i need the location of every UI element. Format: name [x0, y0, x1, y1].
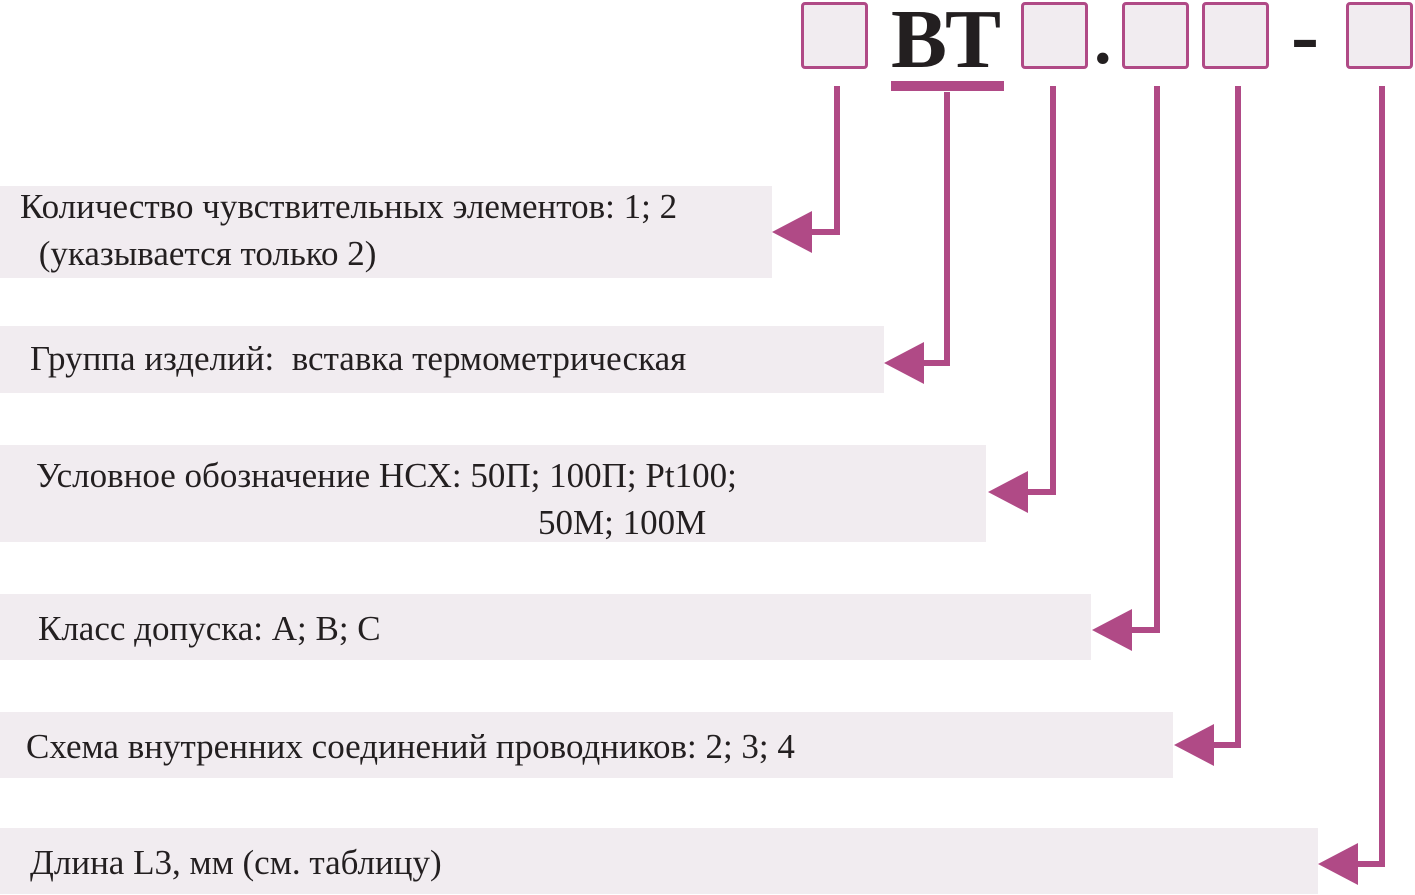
- code-slot-tolerance: [1122, 2, 1189, 69]
- prefix-underline: [891, 81, 1004, 91]
- label-nsh: Условное обозначение НСХ: 50П; 100П; Pt1…: [36, 456, 737, 495]
- label-sensor-count-note: (указывается только 2): [30, 234, 377, 273]
- label-nsh-cont: 50М; 100М: [538, 503, 707, 542]
- label-tolerance: Класс допуска: А; В; С: [38, 609, 381, 648]
- code-slot-wiring: [1202, 2, 1269, 69]
- label-product-group: Группа изделий: вставка термометрическая: [30, 339, 687, 378]
- arrow-nsh-icon: [988, 471, 1028, 513]
- arrow-sensor-count-icon: [772, 211, 812, 253]
- label-wiring: Схема внутренних соединений проводников:…: [26, 727, 795, 766]
- connector-nsh: [1022, 86, 1056, 495]
- arrow-length-icon: [1318, 843, 1358, 885]
- panel-product-group: [0, 326, 884, 393]
- code-slot-nsh: [1021, 2, 1088, 69]
- arrow-wiring-icon: [1174, 724, 1214, 766]
- code-prefix: BT: [891, 0, 1001, 86]
- connector-product-group: [918, 92, 950, 366]
- label-sensor-count: Количество чувствительных элементов: 1; …: [20, 187, 678, 226]
- connector-tolerance: [1126, 86, 1160, 633]
- connector-wiring: [1208, 86, 1241, 748]
- panel-sensor-count: [0, 186, 772, 278]
- arrow-product-group-icon: [884, 342, 924, 384]
- arrow-tolerance-icon: [1092, 609, 1132, 651]
- panel-nsh: [0, 445, 986, 542]
- panel-tolerance: [0, 594, 1091, 660]
- code-slot-length: [1346, 2, 1413, 69]
- code-dash: -: [1291, 0, 1319, 82]
- label-length: Длина L3, мм (см. таблицу): [30, 843, 442, 882]
- connector-sensor-count: [806, 86, 840, 235]
- code-slot-sensor-count: [801, 2, 868, 69]
- code-dot: .: [1094, 2, 1112, 79]
- connector-length: [1354, 86, 1385, 867]
- panel-length: [0, 828, 1318, 894]
- panel-wiring: [0, 712, 1173, 778]
